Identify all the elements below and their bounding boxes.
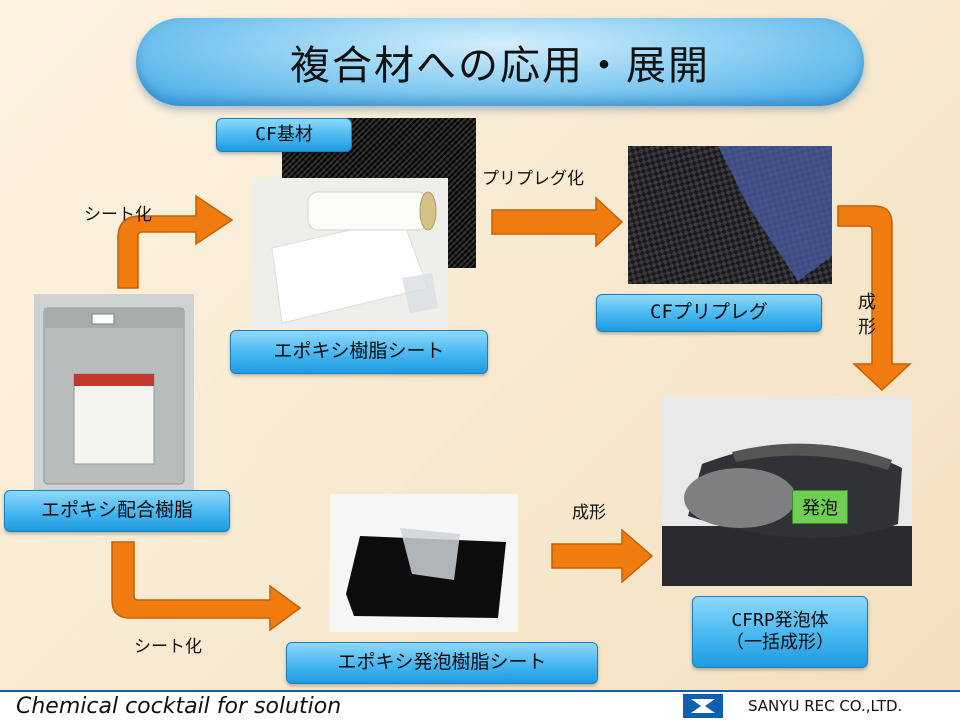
footer-bar (0, 690, 960, 720)
page-title: 複合材への応用・展開 (136, 18, 864, 106)
arrow-prepreg (491, 196, 624, 248)
company-logo-icon (683, 694, 723, 718)
epoxy-sheet-roll-photo (252, 178, 448, 328)
cf-prepreg-photo (628, 146, 832, 284)
cfrp-foam-photo (662, 396, 912, 586)
prepreg-illustration (628, 146, 832, 284)
arrow-molding-vertical (837, 205, 912, 392)
arrow-sheet-top (117, 194, 234, 289)
sheet-roll-illustration (252, 178, 448, 328)
arrow-sheet-bottom (111, 541, 302, 632)
foam-sheet-illustration (330, 494, 518, 632)
epoxy-foam-sheet-photo (330, 494, 518, 632)
footer-company: SANYU REC CO.,LTD. (748, 697, 903, 715)
label-epoxy-foam-sheet: エポキシ発泡樹脂シート (286, 642, 598, 684)
step-sheet-top: シート化 (84, 205, 152, 225)
step-molding-vertical: 成 形 (858, 292, 876, 339)
step-sheet-bottom: シート化 (134, 637, 202, 657)
step-molding-horizontal: 成形 (572, 503, 606, 523)
label-cfrp-foam: CFRP発泡体 （一括成形） (692, 596, 868, 668)
resin-can-illustration (34, 294, 194, 494)
label-cf-base: CF基材 (216, 118, 352, 152)
footer-tagline: Chemical cocktail for solution (16, 694, 342, 719)
foam-badge: 発泡 (792, 490, 848, 524)
label-epoxy-compound: エポキシ配合樹脂 (4, 490, 230, 532)
label-cf-prepreg: CFプリプレグ (596, 294, 822, 332)
cfrp-foam-illustration (662, 396, 912, 586)
epoxy-resin-can-photo (34, 294, 194, 494)
step-prepreg: プリプレグ化 (482, 169, 584, 189)
arrow-molding-horizontal (551, 528, 654, 584)
label-epoxy-sheet: エポキシ樹脂シート (230, 330, 488, 374)
